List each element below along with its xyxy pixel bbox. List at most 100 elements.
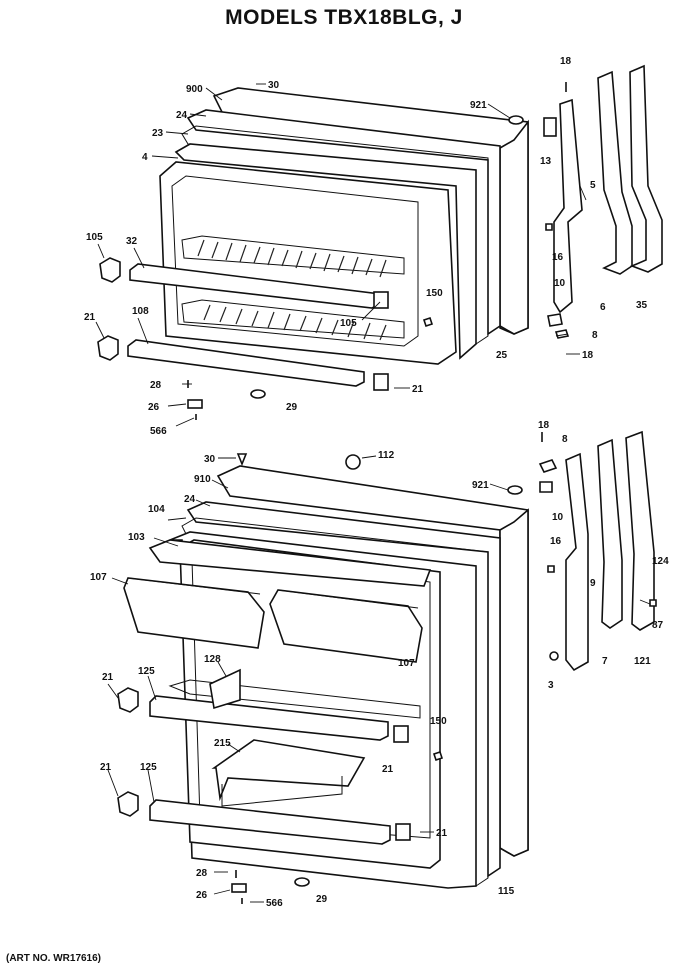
callout-28: 28 [196, 868, 208, 879]
handle-121 [625, 430, 655, 631]
screw-16 [547, 565, 555, 573]
callout-35: 35 [636, 300, 648, 311]
callout-105-left: 105 [86, 232, 103, 243]
rail-end-cap [393, 725, 409, 743]
callout-8: 8 [592, 330, 598, 341]
handle-trim-7 [597, 438, 623, 629]
butter-compartment-215 [211, 739, 366, 802]
callout-21-left-upper: 21 [102, 672, 114, 683]
callout-10: 10 [552, 512, 564, 523]
callout-13: 13 [540, 156, 552, 167]
callout-32: 32 [126, 236, 138, 247]
callout-121: 121 [634, 656, 651, 667]
upper-door-callouts: 900 30 24 23 4 921 18 13 5 105 32 16 10 … [84, 56, 648, 437]
cam-10 [539, 481, 553, 493]
fresh-food-gasket [186, 501, 501, 878]
callout-150: 150 [426, 288, 443, 299]
callout-29: 29 [286, 402, 298, 413]
callout-566: 566 [266, 898, 283, 909]
callout-4: 4 [142, 152, 148, 163]
bracket-21-left-lower [117, 791, 139, 817]
callout-115: 115 [498, 886, 515, 897]
callout-24: 24 [184, 494, 196, 505]
callout-3: 3 [548, 680, 554, 691]
callout-26: 26 [196, 890, 208, 901]
door-shelf-rail-125-upper [149, 695, 389, 741]
callout-25: 25 [496, 350, 508, 361]
screw-3 [549, 651, 559, 661]
callout-107-right: 107 [398, 658, 415, 669]
callout-921: 921 [472, 480, 489, 491]
cam-10 [547, 313, 563, 327]
callout-16: 16 [550, 536, 562, 547]
callout-16: 16 [552, 252, 564, 263]
callout-125-upper: 125 [138, 666, 155, 677]
plug-921 [507, 485, 523, 495]
freezer-gasket [186, 109, 501, 336]
door-stop-bracket-5 [553, 98, 583, 314]
freezer-lower-shelf-ribs [203, 304, 387, 341]
handle-trim-6 [597, 70, 633, 275]
callout-26: 26 [148, 402, 160, 413]
callout-18: 18 [538, 420, 550, 431]
lower-door-callouts: 30 112 910 921 18 8 24 104 10 103 16 107… [90, 420, 669, 909]
hinge-8 [538, 459, 558, 473]
callout-900: 900 [186, 84, 203, 95]
callout-18-lower: 18 [582, 350, 594, 361]
screw-150 [432, 750, 444, 762]
callout-103: 103 [128, 532, 145, 543]
bracket-13 [543, 117, 557, 137]
screw-150 [422, 316, 434, 328]
callout-87: 87 [652, 620, 664, 631]
door-stop-bracket-9 [565, 452, 589, 672]
callout-105-right: 105 [340, 318, 357, 329]
cap-112 [345, 454, 361, 470]
callout-21-right: 21 [412, 384, 424, 395]
hinge-pin-plate-26 [187, 399, 203, 409]
freezer-shelf-rail-108 [127, 339, 365, 387]
callout-28: 28 [150, 380, 162, 391]
plug-921 [508, 115, 524, 125]
callout-104: 104 [148, 504, 165, 515]
callout-10: 10 [554, 278, 566, 289]
callout-566: 566 [150, 426, 167, 437]
dairy-door-128 [209, 668, 241, 710]
callout-9: 9 [590, 578, 596, 589]
freezer-door-liner [174, 143, 477, 360]
fresh-food-door-assembly [117, 430, 657, 904]
freezer-upper-shelf-ribs [197, 239, 387, 278]
callout-30: 30 [268, 80, 280, 91]
callout-7: 7 [602, 656, 608, 667]
freezer-door-assembly [97, 64, 663, 420]
washer-29 [294, 877, 310, 887]
bracket-21-left [97, 335, 119, 361]
callout-6: 6 [600, 302, 606, 313]
page-title: MODELS TBX18BLG, J [225, 6, 463, 29]
callout-30: 30 [204, 454, 216, 465]
callout-18: 18 [560, 56, 572, 67]
rail-end-cap [395, 823, 411, 841]
screw-87 [649, 599, 657, 607]
bracket-21-left-upper [117, 687, 139, 713]
callout-124: 124 [652, 556, 669, 567]
callout-107-left: 107 [90, 572, 107, 583]
door-shelf-rail-125-lower [149, 799, 391, 845]
callout-128: 128 [204, 654, 221, 665]
callout-150: 150 [430, 716, 447, 727]
hinge-pin-plate-26 [231, 883, 247, 893]
callout-23: 23 [152, 128, 164, 139]
callout-21-right-upper: 21 [382, 764, 394, 775]
screw-16 [545, 223, 553, 231]
callout-29: 29 [316, 894, 328, 905]
art-number: (ART NO. WR17616) [6, 953, 102, 964]
screw-30 [236, 453, 248, 467]
callout-8: 8 [562, 434, 568, 445]
rail-end-cap [373, 373, 389, 391]
washer-29 [250, 389, 266, 399]
callout-910: 910 [194, 474, 211, 485]
callout-24: 24 [176, 110, 188, 121]
callout-215: 215 [214, 738, 231, 749]
bracket-105-left [99, 257, 121, 283]
callout-21-left-lower: 21 [100, 762, 112, 773]
